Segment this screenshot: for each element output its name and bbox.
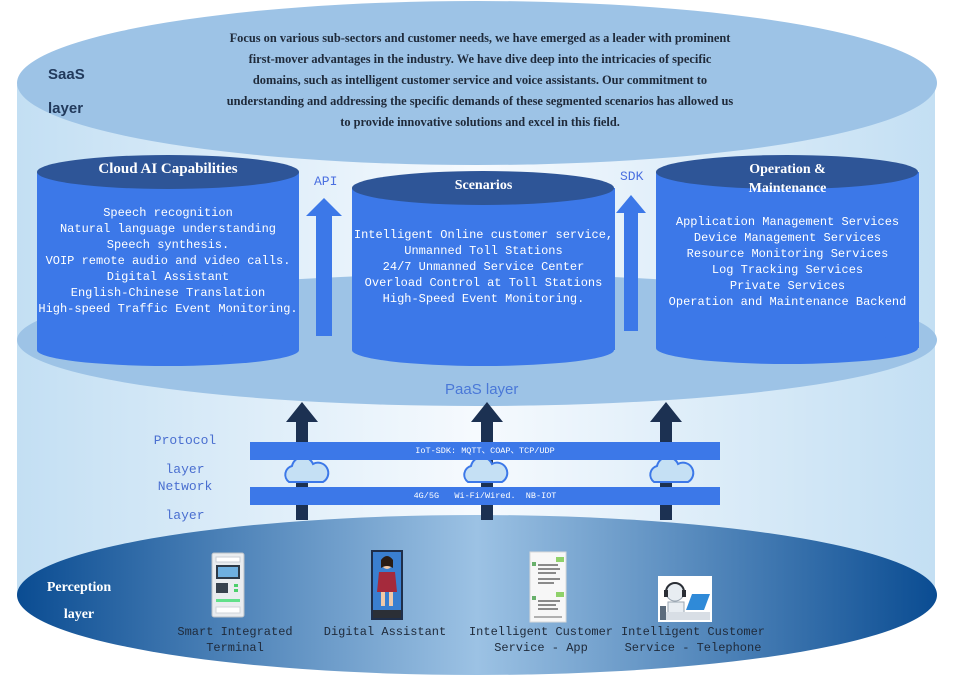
- operation-item: Log Tracking Services: [711, 263, 864, 277]
- cloud-ai-item: Speech synthesis.: [106, 238, 230, 252]
- digital-human-screen-icon: [371, 550, 403, 620]
- protocol-label-line2: layer: [165, 462, 205, 477]
- scenario-item: High-Speed Event Monitoring.: [382, 292, 585, 306]
- cylinder-cloud-ai: [37, 155, 299, 366]
- saas-layer-label: SaaS layer: [48, 58, 85, 126]
- cloud-ai-item: Natural language understanding: [59, 222, 277, 236]
- saas-description-line: domains, such as intelligent customer se…: [252, 73, 708, 87]
- device-customer-service-telephone: Intelligent Customer Service - Telephone: [618, 624, 768, 656]
- protocol-layer-label: Protocol layer: [145, 433, 225, 477]
- cloud-ai-item: VOIP remote audio and video calls.: [45, 254, 291, 268]
- network-label-line2: layer: [165, 508, 205, 523]
- device-smart-terminal: Smart Integrated Terminal: [160, 624, 310, 656]
- cloud-ai-item: Digital Assistant: [106, 270, 230, 284]
- network-band: 4G/5G Wi-Fi/Wired. NB-IOT: [250, 487, 720, 505]
- scenarios-list: Intelligent Online customer service, Unm…: [352, 227, 615, 307]
- device-label-line1: Smart Integrated: [177, 625, 293, 639]
- operation-item: Resource Monitoring Services: [686, 247, 889, 261]
- perception-layer-label: Perception layer: [34, 574, 124, 628]
- operation-list: Application Management Services Device M…: [656, 214, 919, 310]
- robot-headset-laptop-icon: [658, 576, 712, 622]
- operation-title-line2: Maintenance: [748, 181, 827, 196]
- operation-title-line1: Operation &: [749, 162, 826, 177]
- scenario-item: Intelligent Online customer service,: [353, 228, 614, 242]
- device-label-line2: Service - App: [494, 641, 588, 655]
- network-layer-label: Network layer: [145, 479, 225, 523]
- saas-description-line: to provide innovative solutions and exce…: [340, 115, 620, 129]
- saas-description-line: Focus on various sub-sectors and custome…: [229, 31, 731, 45]
- saas-label-line2: layer: [48, 100, 84, 117]
- paas-layer-label: PaaS layer: [445, 381, 519, 398]
- saas-label-line1: SaaS: [48, 66, 85, 83]
- sdk-arrow: [616, 195, 646, 331]
- saas-description-line: understanding and addressing the specifi…: [226, 94, 734, 108]
- operation-maintenance-title: Operation & Maintenance: [656, 160, 919, 198]
- saas-description-line: first-mover advantages in the industry. …: [248, 52, 712, 66]
- device-label-line1: Intelligent Customer: [620, 625, 766, 639]
- scenario-item: 24/7 Unmanned Service Center: [382, 260, 585, 274]
- cylinder-scenarios: [352, 171, 615, 366]
- device-label-line1: Intelligent Customer: [468, 625, 614, 639]
- device-digital-assistant: Digital Assistant: [310, 624, 460, 640]
- operation-item: Private Services: [729, 279, 846, 293]
- scenario-item: Overload Control at Toll Stations: [364, 276, 603, 290]
- cloud-ai-item: High-speed Traffic Event Monitoring.: [38, 302, 298, 316]
- protocol-label-line1: Protocol: [153, 433, 217, 448]
- operation-item: Device Management Services: [693, 231, 882, 245]
- scenarios-title: Scenarios: [454, 178, 513, 193]
- kiosk-terminal-icon: [211, 552, 245, 618]
- network-label-line1: Network: [157, 479, 213, 494]
- sdk-label: SDK: [620, 169, 644, 184]
- cylinder-operation: [656, 155, 919, 364]
- perception-label-line2: layer: [63, 607, 95, 622]
- device-label-line2: Service - Telephone: [624, 641, 762, 655]
- api-label: API: [314, 174, 338, 189]
- device-customer-service-app: Intelligent Customer Service - App: [466, 624, 616, 656]
- operation-item: Application Management Services: [675, 215, 900, 229]
- api-arrow: [306, 198, 342, 336]
- perception-label-line1: Perception: [46, 580, 112, 595]
- protocol-band: IoT-SDK: MQTT、COAP、TCP/UDP: [250, 442, 720, 460]
- perception-ellipse: [17, 515, 937, 675]
- device-label-line1: Digital Assistant: [323, 625, 447, 639]
- cloud-ai-item: Speech recognition: [103, 206, 233, 220]
- scenario-item: Unmanned Toll Stations: [404, 244, 563, 258]
- saas-description: Focus on various sub-sectors and custome…: [150, 28, 810, 133]
- device-label-line2: Terminal: [206, 641, 264, 655]
- cloud-ai-title: Cloud AI Capabilities: [98, 161, 238, 177]
- saas-ellipse: [17, 1, 937, 165]
- chat-app-screenshot-icon: [529, 551, 567, 623]
- cloud-ai-item: English-Chinese Translation: [70, 286, 266, 300]
- cloud-ai-list: Speech recognition Natural language unde…: [37, 205, 299, 317]
- operation-item: Operation and Maintenance Backend: [668, 295, 907, 309]
